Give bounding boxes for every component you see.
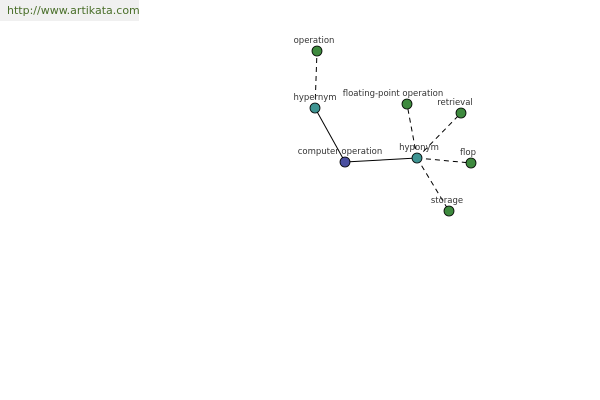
edge-hypernym-to-operation: [314, 50, 318, 109]
node-floating-point-operation[interactable]: floating-point operation: [343, 89, 444, 110]
node-dot-computer-operation[interactable]: [339, 156, 351, 168]
node-layer: computer operation hypernym operation hypon…: [293, 36, 477, 217]
node-dot-floating-point-operation[interactable]: [401, 98, 413, 110]
node-dot-hyponym[interactable]: [411, 152, 423, 164]
node-label-flop[interactable]: flop: [460, 148, 476, 158]
node-label-hyponym[interactable]: hyponym: [399, 143, 439, 153]
node-storage[interactable]: storage: [431, 196, 463, 217]
edge-hyponym-to-flop: [416, 157, 472, 164]
edge-computer-operation-to-hyponym: [344, 157, 418, 163]
edge-layer: [314, 50, 472, 212]
edge-computer-operation-to-hypernym: [314, 107, 346, 163]
node-label-hypernym[interactable]: hypernym: [293, 93, 336, 103]
node-flop[interactable]: flop: [460, 148, 477, 169]
node-hypernym[interactable]: hypernym: [293, 93, 337, 114]
node-retrieval[interactable]: retrieval: [437, 98, 473, 119]
node-dot-operation[interactable]: [311, 45, 323, 57]
edge-hyponym-to-floating-point-operation: [406, 103, 418, 159]
node-dot-hypernym[interactable]: [309, 102, 321, 114]
node-label-storage[interactable]: storage: [431, 196, 463, 206]
edge-hyponym-to-retrieval: [416, 112, 462, 159]
node-label-computer-operation[interactable]: computer operation: [298, 147, 383, 157]
edge-hyponym-to-storage: [416, 157, 450, 212]
node-dot-flop[interactable]: [465, 157, 477, 169]
node-label-floating-point-operation[interactable]: floating-point operation: [343, 89, 444, 99]
node-operation[interactable]: operation: [294, 36, 335, 57]
node-dot-retrieval[interactable]: [455, 107, 467, 119]
site-url-link[interactable]: http://www.artikata.com: [0, 0, 140, 21]
node-dot-storage[interactable]: [443, 205, 455, 217]
node-computer-operation[interactable]: computer operation: [298, 147, 383, 168]
node-hyponym[interactable]: hyponym: [399, 143, 439, 164]
node-label-operation[interactable]: operation: [294, 36, 335, 46]
node-label-retrieval[interactable]: retrieval: [437, 98, 473, 108]
